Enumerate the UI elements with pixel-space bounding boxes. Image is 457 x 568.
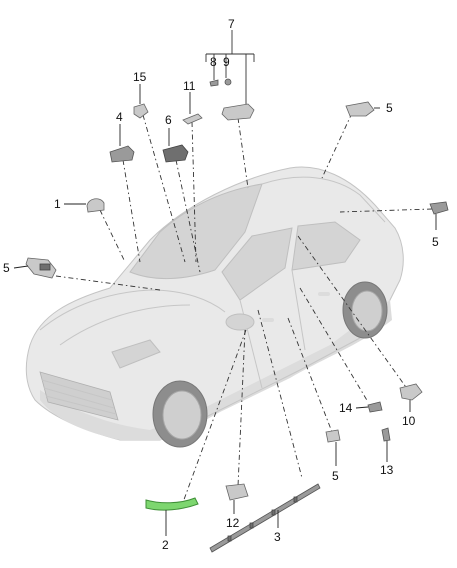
callout-4: 4	[116, 110, 123, 124]
hood-line	[39, 289, 226, 331]
callout-10: 10	[402, 414, 416, 428]
callout-6: 6	[165, 113, 172, 127]
vehicle-illustration	[25, 166, 404, 448]
part-5-module-left-plug	[39, 263, 51, 271]
callout-lead-lines	[13, 84, 437, 536]
callout-11: 11	[183, 79, 196, 93]
part-5-module-right	[429, 201, 449, 215]
roof-line	[261, 176, 386, 223]
part-5-module-bottom	[325, 429, 341, 443]
front-grille	[39, 371, 119, 421]
part-7-module	[221, 103, 255, 121]
callout-9: 9	[223, 55, 230, 69]
callout-14: 14	[339, 401, 353, 415]
part-11-clip	[182, 113, 203, 125]
part-10-bracket	[399, 383, 423, 401]
part-13-clip	[381, 427, 391, 442]
hood-crease	[59, 304, 191, 346]
rear-door-handle	[318, 292, 330, 296]
part-3-strip	[209, 483, 321, 553]
part-6-sensor	[162, 144, 189, 163]
callout-7-bracket	[205, 30, 255, 104]
part-3-strip-clips	[227, 496, 298, 542]
callout-5-top-right: 5	[386, 101, 393, 115]
rear-door-line	[291, 269, 306, 351]
part-4-sensor	[109, 145, 135, 163]
part-12-bracket	[225, 483, 249, 501]
headlight	[111, 339, 161, 369]
part-9-clip	[224, 78, 232, 86]
leader-lines	[55, 112, 433, 506]
part-8-clip	[209, 79, 219, 87]
front-wheel-rim	[162, 390, 202, 440]
callout-3: 3	[274, 530, 281, 544]
grille-slats	[41, 379, 117, 415]
sill-line	[199, 337, 361, 421]
front-side-window	[221, 227, 293, 301]
side-mirror	[225, 313, 255, 331]
callout-5-left: 5	[3, 261, 10, 275]
rear-side-window	[291, 221, 361, 271]
part-2-trim-highlighted	[145, 497, 199, 511]
part-5-module-top-right	[345, 101, 375, 117]
front-door-handle	[262, 318, 274, 322]
part-15-sensor	[133, 103, 149, 119]
callout-13: 13	[380, 463, 394, 477]
callout-12: 12	[226, 516, 240, 530]
callout-5-right: 5	[432, 235, 439, 249]
callout-8: 8	[210, 55, 217, 69]
callout-7: 7	[228, 17, 235, 31]
parts	[25, 78, 449, 553]
callout-15: 15	[133, 70, 147, 84]
callout-5-bottom: 5	[332, 469, 339, 483]
callout-1: 1	[54, 197, 61, 211]
part-1-sensor	[86, 198, 105, 213]
callout-labels: 1 2 3 4 5 5 5 5 6 7 8 9 10 11 12 13 14 1…	[3, 17, 439, 552]
callout-2: 2	[162, 538, 169, 552]
part-14-clip	[367, 401, 383, 413]
rear-wheel-rim	[351, 290, 383, 332]
